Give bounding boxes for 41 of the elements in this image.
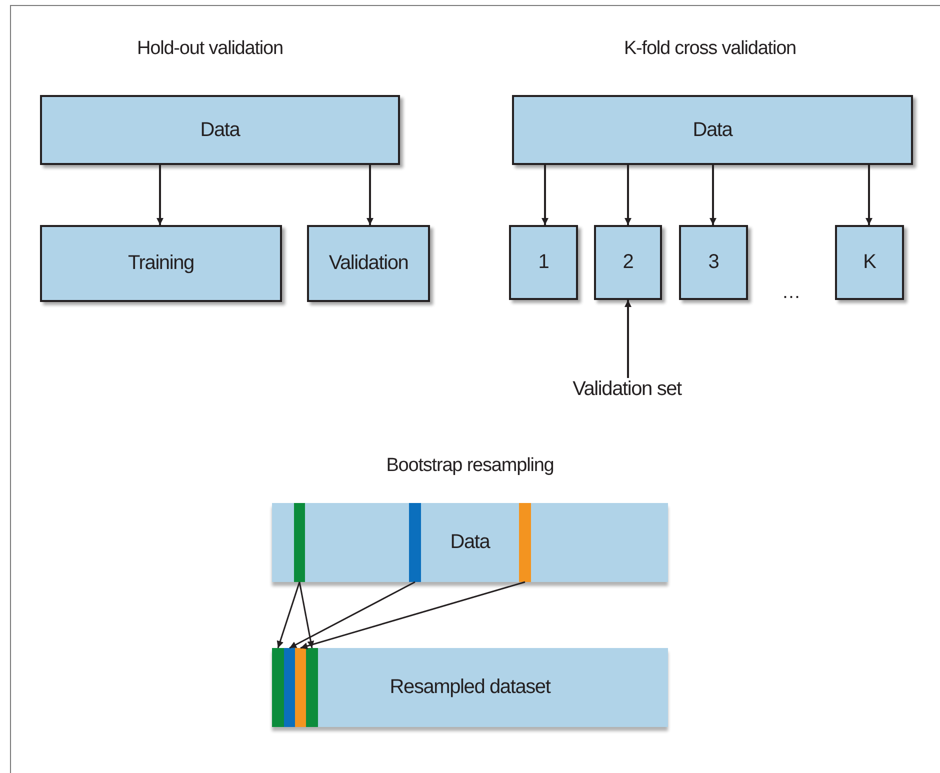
color-stripe (284, 648, 295, 727)
data-box (272, 648, 668, 727)
box-label: Resampled dataset (390, 676, 550, 699)
box-label: 2 (622, 251, 634, 274)
arrow (710, 165, 716, 225)
arrow (276, 582, 300, 648)
box-label: Training (128, 252, 194, 275)
color-stripe (519, 503, 531, 582)
arrow (298, 582, 314, 648)
data-box (679, 225, 748, 300)
arrow (624, 165, 632, 225)
data-box (40, 95, 400, 165)
annotation-text: Validation set (572, 378, 682, 401)
data-box (40, 225, 282, 302)
box-label: K (863, 251, 876, 274)
color-stripe (295, 648, 306, 727)
box-label: Data (450, 531, 490, 554)
box-label: 1 (538, 251, 549, 274)
arrow (866, 165, 872, 225)
arrow (624, 300, 632, 378)
color-stripe (294, 503, 305, 582)
section-title: Hold-out validation (137, 38, 283, 60)
arrow (156, 165, 164, 225)
section-title: K-fold cross validation (624, 38, 796, 60)
color-stripe (306, 648, 318, 727)
ellipsis: … (782, 282, 800, 304)
arrow (366, 165, 374, 225)
data-box (594, 225, 662, 300)
color-stripe (272, 648, 284, 727)
color-stripe (409, 503, 421, 582)
box-label: Validation (328, 252, 408, 275)
box-label: Data (200, 118, 240, 142)
data-box (272, 503, 668, 582)
data-box (509, 225, 578, 300)
section-title: Bootstrap resampling (386, 455, 554, 477)
data-box (307, 225, 430, 302)
data-box (835, 225, 904, 300)
arrow (542, 165, 548, 225)
data-box (512, 95, 913, 165)
box-label: Data (692, 118, 732, 142)
box-label: 3 (708, 251, 719, 274)
